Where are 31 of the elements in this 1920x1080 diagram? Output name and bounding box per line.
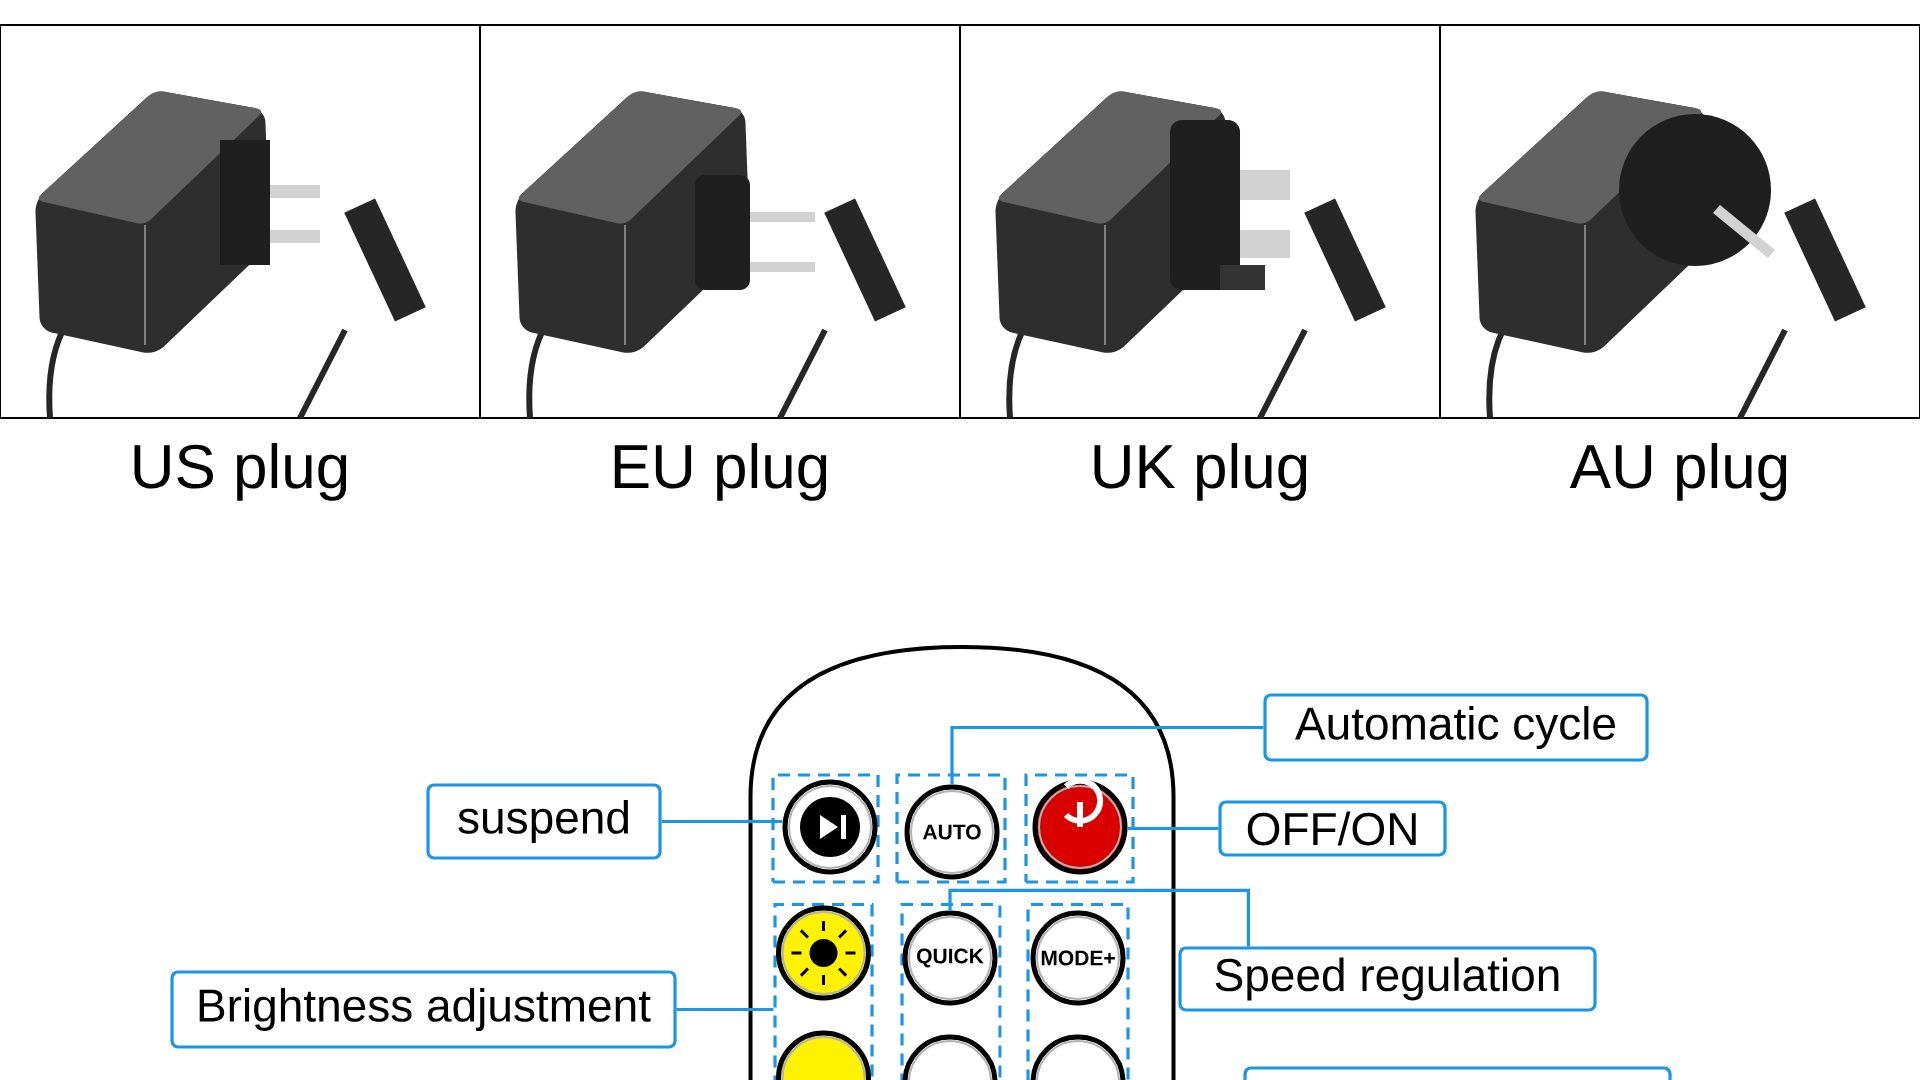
leader-line: [661, 819, 783, 824]
dashed-frame: [1024, 773, 1135, 884]
dashed-frame: [895, 773, 1007, 884]
leader-line: [1127, 826, 1219, 831]
dashed-frame: [771, 773, 880, 884]
remote-button: [776, 1030, 871, 1080]
remote-button: [1032, 777, 1128, 875]
remote-button: [782, 779, 878, 875]
remote-outline: [748, 645, 1176, 1080]
remote-button: MODE+: [1030, 910, 1126, 1006]
plug-caption: AU plug: [1569, 443, 1787, 501]
plug-caption: UK plug: [1094, 443, 1307, 501]
leader-line: [950, 725, 1264, 785]
leader-line: [948, 888, 1250, 947]
remote-button: QUICK: [902, 910, 998, 1006]
remote-button: [902, 1034, 998, 1080]
dashed-frame: [900, 902, 1002, 1080]
dashed-frame: [773, 902, 874, 1080]
remote-button: [776, 905, 871, 1001]
plug-caption: US plug: [134, 443, 347, 501]
plug-caption: EU plug: [614, 443, 827, 501]
remote-button: AUTO: [904, 784, 1000, 880]
remote-button: [1030, 1034, 1126, 1080]
dashed-frame: [1026, 902, 1130, 1080]
callout-box: Automatic cycle: [1263, 693, 1649, 762]
callout-box: [1243, 1066, 1672, 1080]
leader-line: [676, 1007, 774, 1012]
callout-box: suspend: [426, 783, 662, 860]
callout-box: Speed regulation: [1178, 946, 1597, 1012]
callout-box: Brightness adjustment: [170, 970, 677, 1049]
callout-box: OFF/ON: [1218, 800, 1447, 857]
